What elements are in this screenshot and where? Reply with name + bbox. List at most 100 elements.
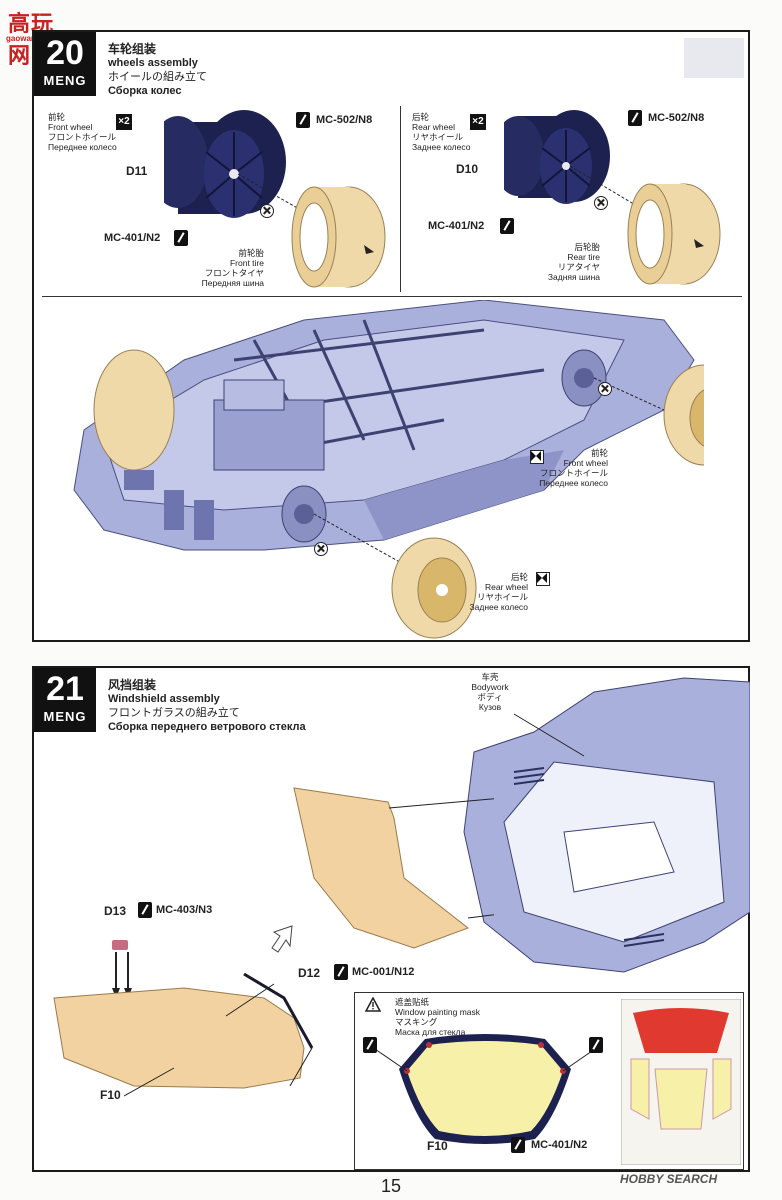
part-d10: D10 (456, 162, 479, 176)
callout-rear-jp: リヤホイール (476, 592, 528, 602)
rear-tire-en: Rear tire (567, 252, 600, 262)
hobby-search-watermark: HOBBY SEARCH (620, 1172, 718, 1186)
no-glue-icon (260, 204, 274, 218)
mask-paint: MC-401/N2 (531, 1139, 588, 1151)
callout-rear-en: Rear wheel (485, 582, 528, 592)
title-ru: Сборка колес (108, 85, 182, 97)
rear-wheel-illustration (504, 110, 721, 285)
windshield-mask-illustration (374, 1034, 596, 1144)
paint-d13: MC-403/N3 (156, 904, 213, 916)
callout-front-cn: 前轮 (590, 448, 608, 458)
mask-cn: 遮盖贴纸 (395, 997, 430, 1007)
front-wheel-illustration (164, 110, 386, 288)
paintbrush-icon (589, 1037, 603, 1053)
rear-wheel-callout: 后轮 Rear wheel リヤホイール Заднее колесо (454, 572, 528, 612)
callout-front-ru: Переднее колесо (539, 478, 608, 488)
front-tire-ru: Передняя шина (201, 278, 264, 288)
watermark-logo: 高玩网 gaowan.com (6, 6, 68, 68)
brand-logo: MENG (43, 73, 87, 88)
windshield-clear-part (293, 787, 494, 949)
no-glue-icon (314, 542, 328, 556)
vertical-divider (400, 106, 401, 292)
quantity-badge: ×2 (470, 114, 486, 130)
part-d13: D13 (104, 904, 127, 918)
front-tire-jp: フロントタイヤ (204, 268, 264, 278)
paintbrush-icon (628, 110, 642, 126)
title-en: Windshield assembly (108, 693, 220, 705)
callout-rear-cn: 后轮 (510, 572, 528, 582)
step-21-title: 风挡组装 Windshield assembly フロントガラスの組み立て Сб… (108, 678, 306, 734)
rear-wheel-label: 后轮 Rear wheel リヤホイール Заднее колесо (412, 112, 470, 152)
step-20-badge: 20 MENG (34, 32, 96, 96)
paint-rear-top: MC-502/N8 (648, 112, 705, 124)
front-wheel-label-en: Front wheel (48, 122, 93, 132)
paintbrush-icon (334, 964, 348, 980)
horizontal-divider (42, 296, 742, 297)
step-20-panel: 20 MENG 车轮组装 wheels assembly ホイールの組み立て С… (32, 30, 750, 642)
front-tire-label: 前轮胎 Front tire フロントタイヤ Передняя шина (174, 248, 264, 288)
watermark-title: 高玩网 (8, 11, 55, 68)
step-21-badge: 21 MENG (34, 668, 96, 732)
move-arrow-icon (271, 925, 293, 953)
paintbrush-icon (138, 902, 152, 918)
faded-mirror-title (684, 38, 744, 78)
paintbrush-icon (174, 230, 188, 246)
quantity-badge: ×2 (116, 114, 132, 130)
rear-wheel-label-jp: リヤホイール (412, 132, 464, 142)
rear-tire-label: 后轮胎 Rear tire リアタイヤ Задняя шина (504, 242, 600, 282)
mask-jp: マスキング (395, 1017, 438, 1027)
watermark-url: gaowan.com (6, 34, 55, 43)
rear-tire-jp: リアタイヤ (557, 262, 600, 272)
paintbrush-icon (500, 218, 514, 234)
step-20-title: 车轮组装 wheels assembly ホイールの組み立て Сборка ко… (108, 42, 207, 98)
part-d11: D11 (126, 164, 148, 178)
windshield-f10-illustration (53, 940, 314, 1097)
paint-front-top: MC-502/N8 (316, 114, 373, 126)
title-cn: 车轮组装 (108, 42, 157, 56)
mask-part-f10: F10 (427, 1139, 448, 1153)
title-en: wheels assembly (108, 57, 198, 69)
front-wheel-label: 前轮 Front wheel フロントホイール Переднее колесо (48, 112, 117, 152)
bodywork-en: Bodywork (471, 682, 509, 692)
warning-icon (365, 997, 381, 1012)
rear-indicator-icon (536, 572, 550, 586)
mask-ru: Маска для стекла (395, 1027, 466, 1037)
front-wheel-label-ru: Переднее колесо (48, 142, 117, 152)
bodywork-ru: Кузов (478, 702, 502, 712)
mask-en: Window painting mask (395, 1007, 481, 1017)
mask-sheet-illustration (621, 999, 741, 1165)
callout-front-jp: フロントホイール (539, 468, 608, 478)
step-21-panel: 21 MENG 风挡组装 Windshield assembly フロントガラス… (32, 666, 750, 1172)
front-tire-cn: 前轮胎 (238, 248, 264, 258)
part-f10: F10 (100, 1088, 121, 1102)
bodywork-label: 车壳 Bodywork ボディ Кузов (462, 672, 518, 712)
car-chassis-illustration (73, 300, 704, 639)
bodywork-illustration (463, 677, 750, 973)
no-glue-icon (598, 382, 612, 396)
step-number: 20 (46, 34, 84, 72)
callout-rear-ru: Заднее колесо (469, 602, 528, 612)
rear-tire-ru: Задняя шина (547, 272, 600, 282)
front-wheel-label-cn: 前轮 (48, 112, 66, 122)
paint-front-bottom: MC-401/N2 (104, 232, 161, 244)
part-d12: D12 (298, 966, 321, 980)
title-jp: フロントガラスの組み立て (108, 707, 240, 719)
paint-d12: MC-001/N12 (352, 966, 415, 978)
front-wheel-label-jp: フロントホイール (48, 132, 117, 142)
bodywork-jp: ボディ (477, 692, 503, 702)
title-jp: ホイールの組み立て (108, 71, 207, 83)
callout-front-en: Front wheel (563, 458, 608, 468)
rear-wheel-label-cn: 后轮 (412, 112, 430, 122)
paint-rear-bottom: MC-401/N2 (428, 220, 485, 232)
rear-wheel-label-ru: Заднее колесо (412, 142, 471, 152)
front-wheel-callout: 前轮 Front wheel フロントホイール Переднее колесо (534, 448, 608, 488)
bodywork-cn: 车壳 (481, 672, 499, 682)
paintbrush-icon (511, 1137, 525, 1153)
page-number: 15 (380, 1176, 402, 1196)
title-ru: Сборка переднего ветрового стекла (108, 721, 306, 733)
rear-tire-cn: 后轮胎 (574, 242, 600, 252)
title-cn: 风挡组装 (108, 678, 157, 692)
front-indicator-icon (530, 450, 544, 464)
paintbrush-icon (296, 112, 310, 128)
rear-wheel-label-en: Rear wheel (412, 122, 455, 132)
